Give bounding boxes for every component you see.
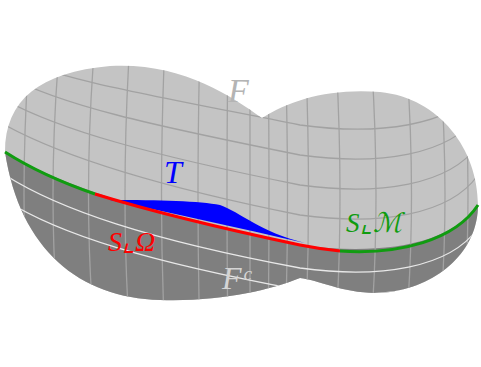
mesh-grid	[5, 40, 478, 340]
boundary-label: S⌞Ω	[108, 228, 155, 256]
region-label: F	[228, 74, 249, 108]
green-boundary	[340, 205, 478, 252]
green-boundary	[5, 152, 95, 194]
boundary-label: S⌞ℳ	[346, 210, 402, 237]
upper-surface	[5, 66, 478, 301]
region-label: Fᶜ	[222, 262, 250, 294]
region-label: T	[164, 156, 182, 188]
lower-surface	[5, 152, 478, 300]
